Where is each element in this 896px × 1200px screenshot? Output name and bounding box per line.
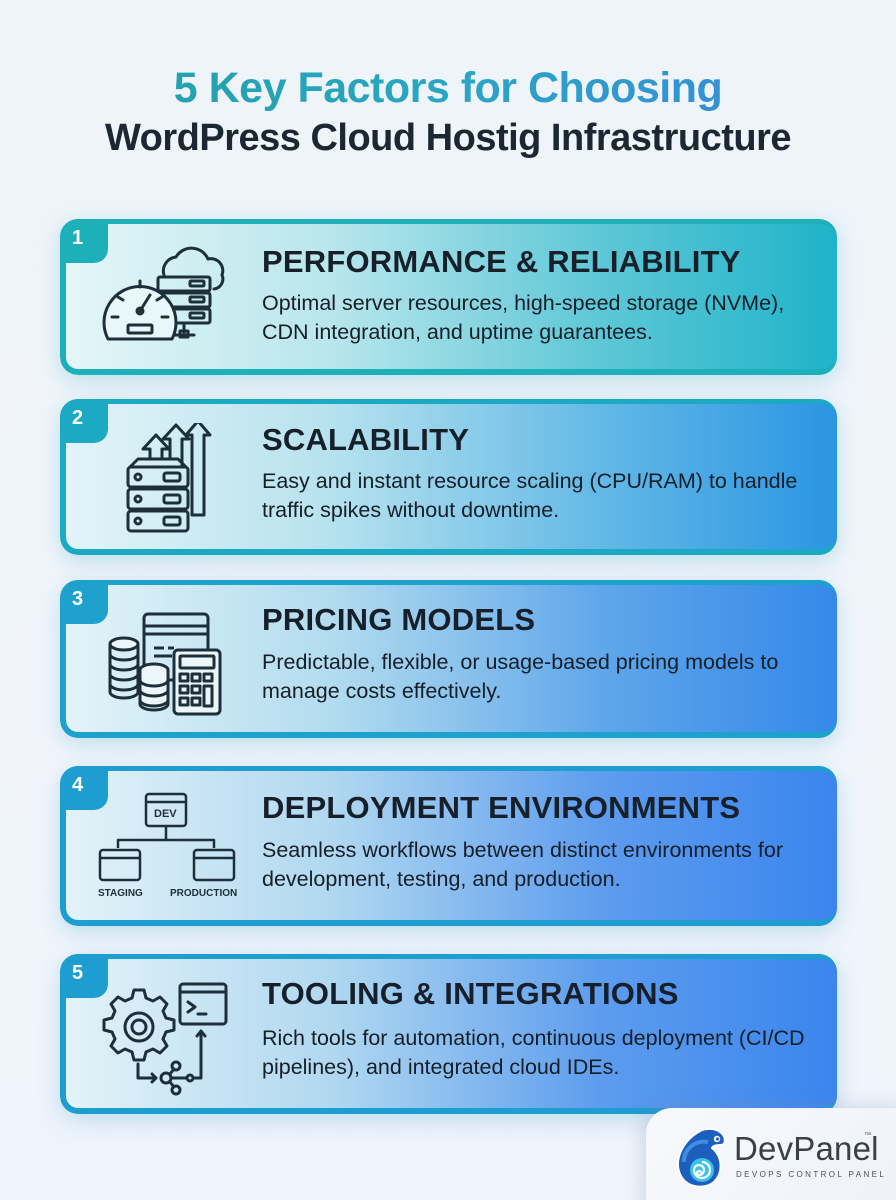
factor-description: Easy and instant resource scaling (CPU/R… [262, 469, 798, 522]
factor-card-deployment: 4 DEV STAGING PRODUCTION DEPLOYMENT ENVI… [60, 766, 837, 926]
factor-card-performance: 1 PERFORMANCE & RELIABILITY Optimal serv… [60, 219, 837, 375]
logo-trademark: ™ [864, 1132, 871, 1139]
factor-number-badge: 1 [60, 219, 108, 263]
factor-card-pricing: 3 PRICING MODELS Predictable, flexible, … [60, 580, 837, 738]
production-label: PRODUCTION [170, 888, 238, 899]
gear-terminal-pipeline-icon [94, 976, 244, 1096]
chameleon-logo-icon [676, 1126, 730, 1190]
factor-description: Optimal server resources, high-speed sto… [262, 291, 785, 344]
logo-brand-text: DevPanel [734, 1130, 879, 1167]
factor-description: Predictable, flexible, or usage-based pr… [262, 650, 779, 703]
factor-title: DEPLOYMENT ENVIRONMENTS [262, 790, 741, 825]
speedometer-server-cloud-icon [94, 241, 244, 361]
factor-number-badge: 3 [60, 580, 108, 624]
factor-description: Seamless workflows between distinct envi… [262, 838, 783, 891]
title-line-2: WordPress Cloud Hostig Infrastructure [104, 117, 792, 159]
factor-description: Rich tools for automation, continuous de… [262, 1026, 805, 1079]
factor-number-badge: 4 [60, 766, 108, 810]
environment-tree-icon: DEV STAGING PRODUCTION [90, 788, 250, 908]
devpanel-logo: DevPanel ™ DEVOPS CONTROL PANEL [646, 1108, 896, 1200]
factor-number-badge: 2 [60, 399, 108, 443]
factor-card-scalability: 2 SCALABILITY Easy and instant resource … [60, 399, 837, 555]
factor-number-badge: 5 [60, 954, 108, 998]
title-line-1: 5 Key Factors for Choosing [0, 62, 896, 114]
server-scaling-arrows-icon [94, 419, 244, 543]
factor-title: TOOLING & INTEGRATIONS [262, 976, 679, 1011]
factor-title: PRICING MODELS [262, 602, 536, 637]
header: 5 Key Factors for Choosing WordPress Clo… [0, 62, 896, 162]
factor-title: PERFORMANCE & RELIABILITY [262, 244, 741, 279]
staging-label: STAGING [98, 888, 143, 899]
factor-card-tooling: 5 TOOLING & INTEGRATIONS Rich tools for … [60, 954, 837, 1114]
coins-calculator-card-icon [94, 602, 244, 722]
logo-tagline: DEVOPS CONTROL PANEL [736, 1170, 887, 1179]
dev-label: DEV [154, 808, 177, 820]
factor-title: SCALABILITY [262, 422, 470, 457]
